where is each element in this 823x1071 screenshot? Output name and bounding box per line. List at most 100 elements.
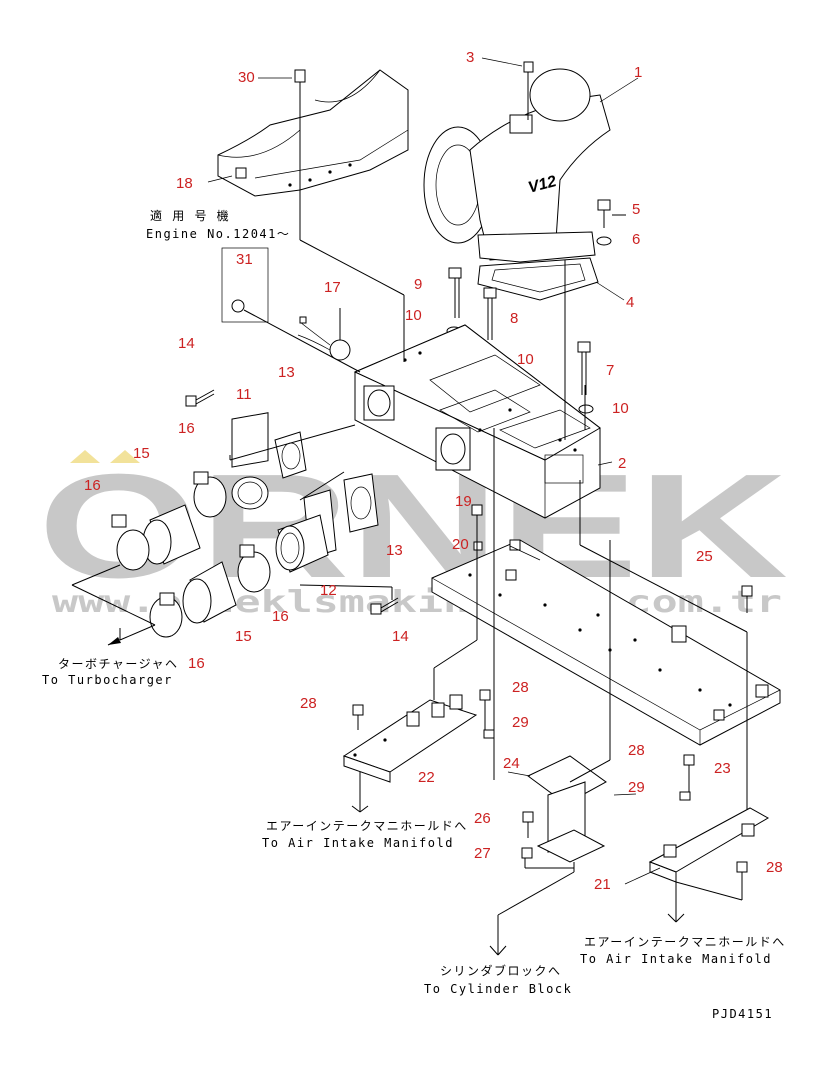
callout-29-b: 29: [628, 779, 645, 796]
caption-intake-left-jp: エアーインテークマニホールドへ: [266, 819, 468, 833]
inset-box-31: [221, 247, 361, 373]
intake-box-body: [353, 324, 601, 519]
callout-29-a: 29: [512, 714, 529, 731]
bolt-7: [577, 341, 591, 395]
clip-29-b: [679, 791, 691, 801]
callout-12: 12: [320, 582, 337, 599]
callout-21: 21: [594, 876, 611, 893]
callout-6: 6: [632, 231, 640, 248]
callout-14-b: 14: [392, 628, 409, 645]
bolt-14-lower: [370, 597, 399, 615]
callout-27: 27: [474, 845, 491, 862]
callout-3: 3: [466, 49, 474, 66]
caption-intake-left-en: To Air Intake Manifold: [262, 836, 454, 850]
callout-30: 30: [238, 69, 255, 86]
bolt-19: [471, 504, 483, 533]
bolt-25: [741, 585, 753, 613]
manifold-plate-21: [648, 807, 770, 883]
stand-24: [527, 755, 607, 863]
watermark-accent-mark: [110, 450, 140, 463]
caption-applicable-jp: 適 用 号 機: [150, 208, 230, 223]
bolt-3: [523, 61, 534, 112]
callout-1: 1: [634, 64, 642, 81]
bolt-14-upper: [185, 389, 215, 407]
callout-2: 2: [618, 455, 626, 472]
clamp-16-c: [237, 544, 271, 593]
callout-14-a: 14: [178, 335, 195, 352]
caption-turbo-jp: ターボチャージャヘ: [58, 657, 179, 671]
clamp-16-d: [149, 592, 183, 638]
nut-20: [473, 541, 483, 551]
callout-28-c: 28: [628, 742, 645, 759]
callout-17: 17: [324, 279, 341, 296]
caption-cylinder-jp: シリンダブロックへ: [440, 963, 562, 978]
caption-intake-right-jp: エアーインテークマニホールドへ: [584, 935, 786, 949]
captions: 適 用 号 機 Engine No.12041～ ターボチャージャヘ To Tu…: [42, 208, 786, 1021]
callout-9: 9: [414, 276, 422, 293]
callout-leaders: [207, 57, 661, 885]
callout-13-a: 13: [278, 364, 295, 381]
callout-11: 11: [236, 386, 252, 403]
callout-26: 26: [474, 810, 491, 827]
elbow-pipe: V12: [423, 68, 611, 263]
callout-25: 25: [696, 548, 713, 565]
callout-10-a: 10: [405, 307, 422, 324]
bolt-30: [294, 69, 306, 100]
callout-7: 7: [606, 362, 614, 379]
gasket-13-upper: [274, 431, 307, 479]
bolt-5: [597, 199, 626, 228]
bolt-28-a: [352, 704, 364, 730]
gasket-4: [477, 257, 599, 301]
clamp-16-b: [193, 471, 227, 518]
flange-plate-11: [231, 412, 269, 510]
callout-16-c: 16: [272, 608, 289, 625]
caption-applicable-en: Engine No.12041～: [146, 227, 290, 241]
callout-4: 4: [626, 294, 634, 311]
bolt-26: [522, 811, 534, 838]
callout-numbers: 1 2 3 4 5 6 7 8 9 10 10 10 11 12 13 13 1…: [84, 49, 783, 893]
clip-29-a: [483, 729, 495, 739]
watermark-accent-mark: [70, 450, 100, 463]
bolt-28-c: [683, 754, 695, 778]
callout-8: 8: [510, 310, 518, 327]
callout-28-a: 28: [300, 695, 317, 712]
callout-22: 22: [418, 769, 435, 786]
callout-16-d: 16: [188, 655, 205, 672]
bolt-8: [483, 287, 497, 340]
callout-16-b: 16: [178, 420, 195, 437]
callout-20: 20: [452, 536, 469, 553]
caption-cylinder-en: To Cylinder Block: [424, 982, 572, 996]
callout-31: 31: [236, 251, 253, 268]
hose-15-b: [182, 561, 237, 624]
bolt-28-b: [479, 689, 491, 716]
flange-adapter-12: [275, 489, 337, 573]
callout-5: 5: [632, 201, 640, 218]
callout-28-d: 28: [766, 859, 783, 876]
caption-turbo-en: To Turbocharger: [42, 673, 173, 687]
manifold-plate-22: [342, 694, 478, 783]
callout-28-b: 28: [512, 679, 529, 696]
callout-10-c: 10: [612, 400, 629, 417]
callout-24: 24: [503, 755, 520, 772]
callout-13-b: 13: [386, 542, 403, 559]
hose-15-a: [142, 504, 201, 565]
bolt-28-d: [736, 861, 748, 890]
callout-15-b: 15: [235, 628, 252, 645]
callout-18: 18: [176, 175, 193, 192]
drawing-code: PJD4151: [712, 1007, 773, 1021]
upper-cover-shroud: [217, 69, 409, 197]
bolt-9: [448, 267, 462, 318]
callout-16-a: 16: [84, 477, 101, 494]
callout-10-b: 10: [517, 351, 534, 368]
sensor-17: [297, 308, 351, 361]
nut-27: [521, 847, 533, 859]
base-plate: [431, 539, 781, 746]
caption-intake-right-en: To Air Intake Manifold: [580, 952, 772, 966]
clamp-16-a: [111, 514, 150, 571]
washer-10: [578, 404, 594, 414]
callout-23: 23: [714, 760, 731, 777]
washer-6: [596, 236, 612, 246]
gasket-13-lower: [343, 473, 379, 533]
turbo-arrow: [108, 637, 121, 645]
